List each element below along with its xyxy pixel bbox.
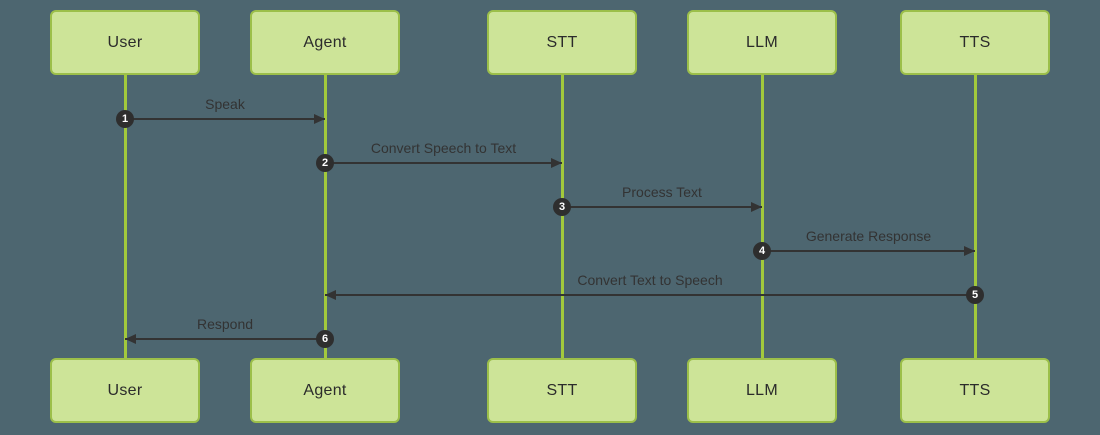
actor-user-bottom: User (50, 358, 200, 423)
message-2-line (325, 162, 562, 164)
actor-tts-bottom: TTS (900, 358, 1050, 423)
message-6-number-badge: 6 (316, 330, 334, 348)
message-5-arrowhead-icon (325, 290, 336, 300)
actor-label: LLM (745, 381, 779, 399)
actor-label: TTS (959, 33, 991, 51)
message-3-arrowhead-icon (751, 202, 762, 212)
lifeline-tts (973, 75, 977, 358)
message-5-label: Convert Text to Speech (577, 272, 723, 288)
actor-label: Agent (303, 381, 347, 399)
message-1-line (125, 118, 325, 120)
actor-label: User (107, 33, 143, 51)
message-4-arrowhead-icon (964, 246, 975, 256)
message-1-number-badge: 1 (116, 110, 134, 128)
message-2-label: Convert Speech to Text (370, 140, 517, 156)
actor-tts-top: TTS (900, 10, 1050, 75)
lifeline-llm (760, 75, 764, 358)
actor-stt-bottom: STT (487, 358, 637, 423)
actor-agent-bottom: Agent (250, 358, 400, 423)
message-4-label: Generate Response (805, 228, 932, 244)
message-4-line (762, 250, 975, 252)
lifeline-user (123, 75, 127, 358)
actor-label: LLM (745, 33, 779, 51)
actor-label: User (107, 381, 143, 399)
actor-label: Agent (303, 33, 347, 51)
actor-stt-top: STT (487, 10, 637, 75)
message-6-line (125, 338, 325, 340)
message-5-line (325, 294, 975, 296)
message-1-arrowhead-icon (314, 114, 325, 124)
message-3-line (562, 206, 762, 208)
message-2-arrowhead-icon (551, 158, 562, 168)
message-6-label: Respond (196, 316, 254, 332)
lifeline-stt (560, 75, 564, 358)
actor-agent-top: Agent (250, 10, 400, 75)
message-4-number-badge: 4 (753, 242, 771, 260)
message-2-number-badge: 2 (316, 154, 334, 172)
actor-llm-bottom: LLM (687, 358, 837, 423)
actor-user-top: User (50, 10, 200, 75)
actor-label: STT (546, 381, 578, 399)
message-3-label: Process Text (622, 184, 702, 200)
message-3-number-badge: 3 (553, 198, 571, 216)
message-5-number-badge: 5 (966, 286, 984, 304)
message-1-label: Speak (205, 96, 245, 112)
actor-label: TTS (959, 381, 991, 399)
message-6-arrowhead-icon (125, 334, 136, 344)
lifeline-agent (323, 75, 327, 358)
actor-llm-top: LLM (687, 10, 837, 75)
actor-label: STT (546, 33, 578, 51)
